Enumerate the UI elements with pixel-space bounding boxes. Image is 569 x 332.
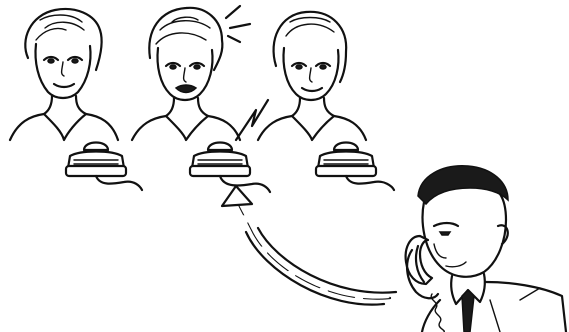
desk-phone-2-icon: [190, 143, 270, 193]
person-1-figure: [10, 9, 118, 140]
call-routing-arrow: [222, 186, 396, 305]
signal-bolt-icon: [236, 100, 268, 140]
person-2-figure: [132, 6, 250, 140]
man-on-phone-figure: [406, 166, 566, 332]
desk-phone-1-icon: [66, 143, 142, 191]
person-3-figure: [258, 12, 366, 140]
desk-phone-3-icon: [316, 143, 394, 191]
